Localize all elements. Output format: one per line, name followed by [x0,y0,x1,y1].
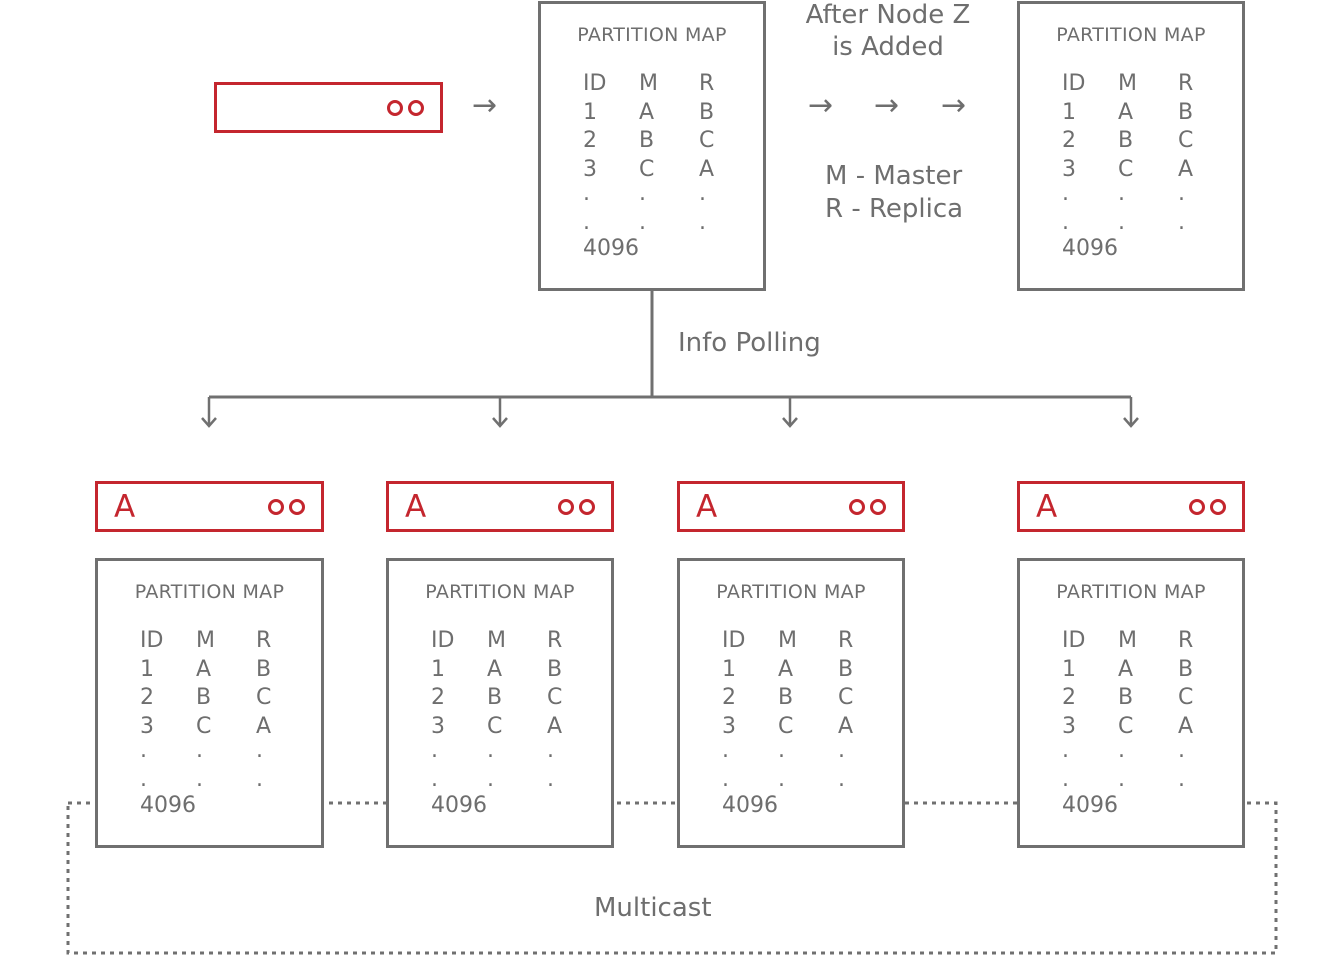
status-light-icon [1210,499,1226,515]
legend-master: M - Master [825,161,963,191]
node-label: A [696,489,718,525]
partition-map-title: PARTITION MAP [425,581,575,603]
partition-count: 4096 [722,793,778,818]
status-light-icon [579,499,595,515]
status-lights [1189,499,1226,515]
partition-map-title: PARTITION MAP [577,24,727,46]
cluster-node-1: A [95,481,324,532]
drop-arrow-4 [1123,397,1139,428]
status-lights [268,499,305,515]
arrow-to-map: → [472,88,498,123]
node-label: A [1036,489,1058,525]
status-light-icon [1189,499,1205,515]
legend-replica: R - Replica [825,194,964,224]
status-light-icon [268,499,284,515]
status-lights [849,499,886,515]
after-node-label-2: is Added [832,32,944,62]
partition-count: 4096 [140,793,196,818]
status-light-icon [408,100,424,116]
node-label: A [405,489,427,525]
arrow-1: → [808,88,834,123]
status-lights [558,499,595,515]
status-light-icon [387,100,403,116]
partition-count: 4096 [1062,793,1118,818]
status-light-icon [849,499,865,515]
arrow-2: → [874,88,900,123]
top-client-node [214,82,443,133]
partition-count: 4096 [1062,236,1118,261]
drop-arrow-3 [782,397,798,428]
status-lights [387,100,424,116]
node-label: A [114,489,136,525]
cluster-node-4: A [1017,481,1245,532]
status-light-icon [289,499,305,515]
partition-map-title: PARTITION MAP [1056,581,1206,603]
arrow-3: → [941,88,967,123]
cluster-node-3: A [677,481,905,532]
status-light-icon [558,499,574,515]
partition-count: 4096 [431,793,487,818]
partition-count: 4096 [583,236,639,261]
multicast-label: Multicast [594,893,712,923]
status-light-icon [870,499,886,515]
partition-map-title: PARTITION MAP [134,581,285,603]
partition-map-title: PARTITION MAP [716,581,866,603]
drop-arrow-2 [492,397,508,428]
after-node-label-1: After Node Z [805,0,971,30]
multicast-boundary [66,801,1278,955]
info-polling-label: Info Polling [678,328,821,358]
cluster-node-2: A [386,481,614,532]
drop-arrow-1 [201,397,217,428]
partition-map-title: PARTITION MAP [1056,24,1206,46]
